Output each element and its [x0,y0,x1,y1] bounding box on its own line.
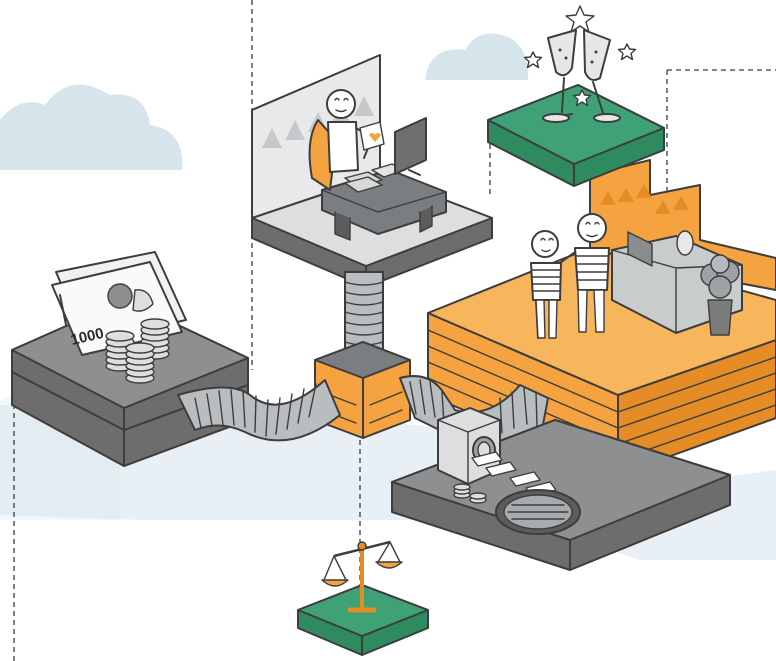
cloud-left [0,84,183,170]
office-worker [308,89,385,191]
coin-stack-icon [105,318,170,384]
justice-platform [297,540,429,656]
reception-desk [611,230,743,336]
desk-lamp [676,230,694,256]
computer-monitor-icon [394,117,427,176]
cloud-top [425,33,529,80]
laundry-platform [391,407,731,571]
vertical-duct [344,271,384,353]
sewer-drain-icon [495,489,581,535]
left-duct [177,379,341,442]
champagne-platform [487,5,665,187]
cash-platform: 1000 [11,251,249,467]
potted-plant-icon [700,254,740,336]
person-left [530,230,562,339]
office-platform [251,54,493,288]
justice-scales-icon [321,540,403,613]
star-icon [523,5,637,107]
person-right [559,213,610,333]
coin-stack-icon [453,483,487,504]
office-desk-icon [308,89,447,241]
computer-monitor-icon [627,231,653,267]
two-businessmen [530,213,610,339]
paper-stack [344,163,405,193]
champagne-glasses-icon [542,29,621,123]
